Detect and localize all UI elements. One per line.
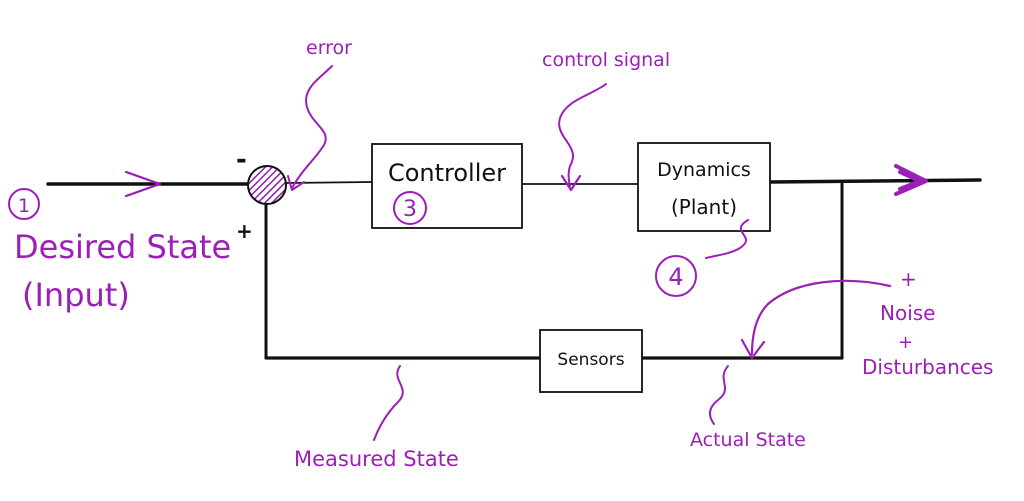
measured-state-label: Measured State: [294, 447, 459, 471]
noise-plus-mid: +: [898, 332, 913, 353]
error-leader-arrowhead: [287, 175, 305, 191]
input-label-line2: (Input): [22, 276, 130, 314]
plant-number-leader: [705, 219, 749, 259]
plant-label-line2: (Plant): [671, 195, 737, 219]
controller-block: Controller 3: [371, 143, 523, 229]
output-arrowhead: [894, 164, 928, 196]
annotations: 1 Desired State (Input) error control si…: [8, 37, 993, 471]
plant-block: Dynamics (Plant) 4: [637, 142, 771, 297]
controller-number: 3: [403, 197, 417, 222]
error-leader: [291, 65, 333, 189]
actual-state-label: Actual State: [690, 429, 806, 451]
error-label: error: [306, 37, 352, 59]
input-arrowhead: [124, 170, 162, 198]
disturbances-label: Disturbances: [862, 355, 993, 379]
disturbance-arrowhead: [740, 338, 766, 360]
signal-lines: [46, 178, 982, 360]
measured-state-leader: [373, 365, 404, 441]
sensors-block: Sensors: [539, 329, 643, 393]
actual-state-leader: [708, 365, 729, 425]
plant-label-line1: Dynamics: [657, 159, 751, 181]
summing-junction: [247, 165, 287, 205]
noise-plus-top: +: [900, 267, 917, 291]
controller-label: Controller: [388, 159, 506, 187]
output-line: [768, 178, 982, 184]
noise-label: Noise: [880, 301, 935, 325]
sensors-box: [539, 329, 643, 393]
plant-box: [637, 142, 771, 232]
control-signal-arrowhead: [560, 174, 582, 192]
plus-sign: +: [236, 219, 253, 243]
control-signal-leader: [558, 83, 607, 187]
minus-sign: -: [236, 145, 247, 175]
controller-number-circle: [393, 191, 427, 225]
disturbance-arrow: [750, 279, 892, 356]
input-label-line1: Desired State: [14, 228, 231, 266]
arrowheads: [124, 164, 928, 198]
control-signal-label: control signal: [542, 49, 670, 71]
plant-number: 4: [668, 263, 683, 291]
controller-box: [371, 143, 523, 229]
error-to-controller-line: [285, 181, 373, 184]
sensors-label: Sensors: [557, 350, 624, 370]
input-number: 1: [18, 195, 30, 217]
input-number-circle: [8, 188, 40, 220]
plant-number-circle: [655, 255, 697, 297]
